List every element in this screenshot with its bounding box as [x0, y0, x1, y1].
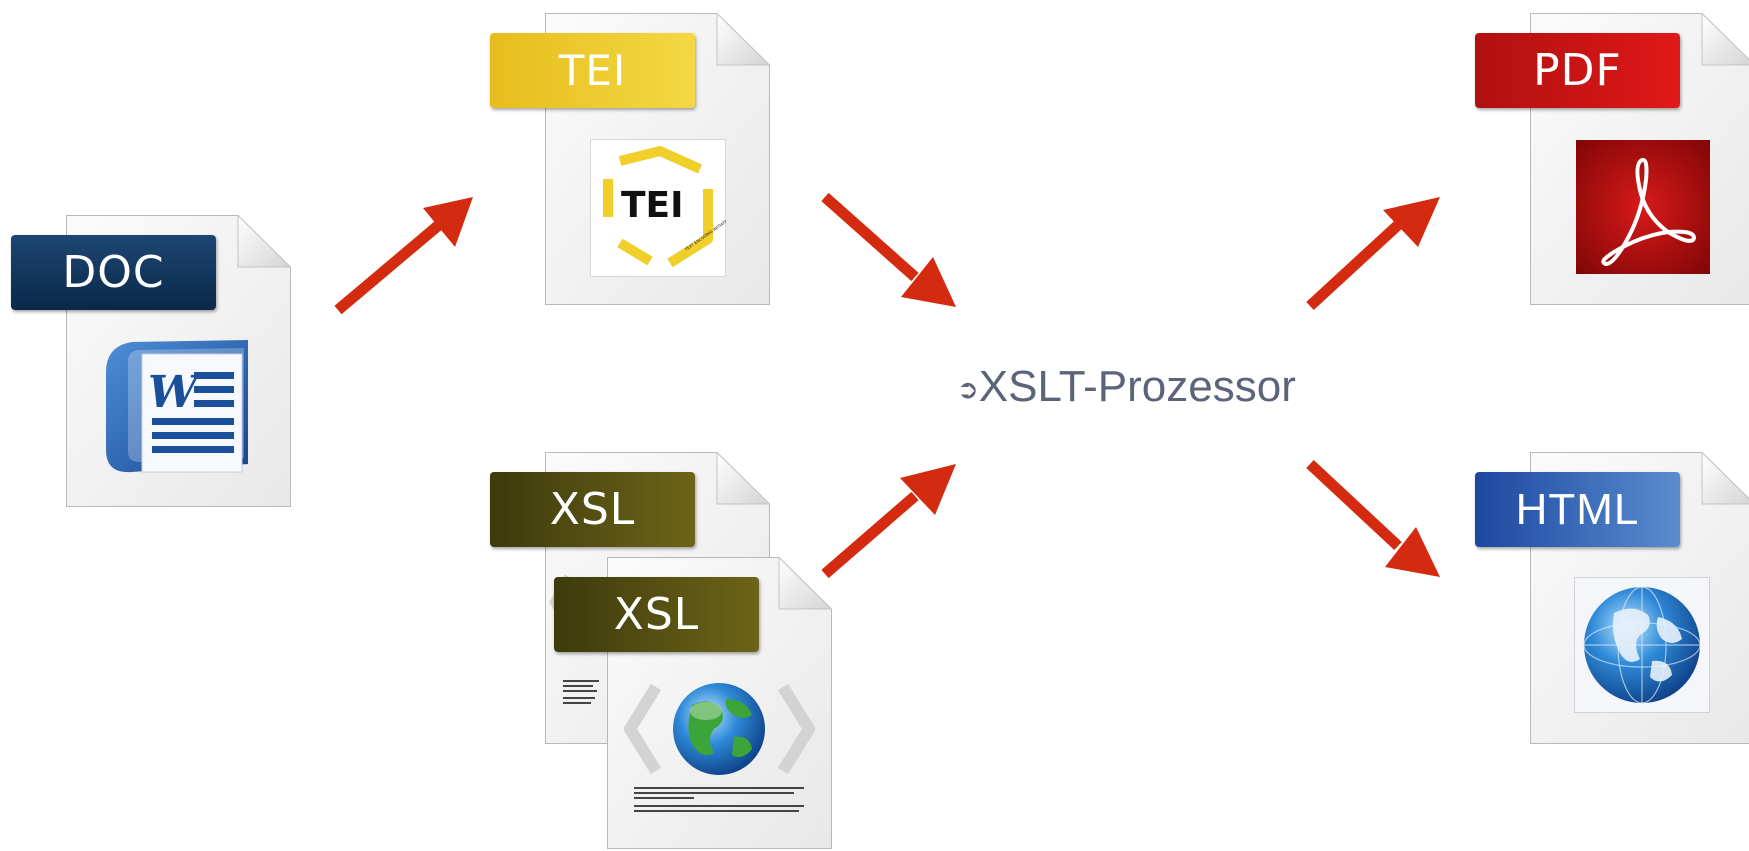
xsl-back-badge: XSL	[490, 472, 695, 547]
pdf-badge: PDF	[1475, 33, 1680, 108]
tei-logo-text: TEI	[621, 185, 684, 226]
xsl-front-badge: XSL	[554, 577, 759, 652]
html-document: HTML	[1475, 451, 1749, 744]
xml-globe-icon	[624, 683, 815, 775]
html-badge: HTML	[1475, 472, 1680, 547]
xsl-document-front: XSL	[554, 556, 833, 849]
arrow-processor-to-html	[1306, 459, 1440, 577]
doc-document: DOC W	[11, 214, 292, 507]
processor-label-text: XSLT-Prozessor	[978, 362, 1296, 411]
arrow-xsl-to-processor	[821, 464, 956, 579]
tei-logo-icon: TEI TEXT ENCODING INITIATIVE	[590, 139, 726, 277]
tei-document: TEI TEI TEXT ENCODING INITIATIVE	[490, 12, 771, 305]
doc-badge: DOC	[11, 235, 216, 310]
svg-text:W: W	[148, 367, 202, 418]
xslt-processor-label: ➲XSLT-Prozessor	[957, 362, 1296, 412]
word-icon: W	[106, 340, 248, 473]
arrow-doc-to-tei	[334, 197, 473, 315]
arrow-processor-to-pdf	[1306, 197, 1440, 311]
globe-icon	[1574, 577, 1710, 713]
arrow-tei-to-processor	[821, 192, 956, 307]
arrow-bullet-icon: ➲	[957, 375, 979, 405]
pdf-document: PDF	[1475, 12, 1749, 305]
acrobat-icon	[1576, 140, 1710, 274]
tei-badge: TEI	[490, 33, 695, 108]
